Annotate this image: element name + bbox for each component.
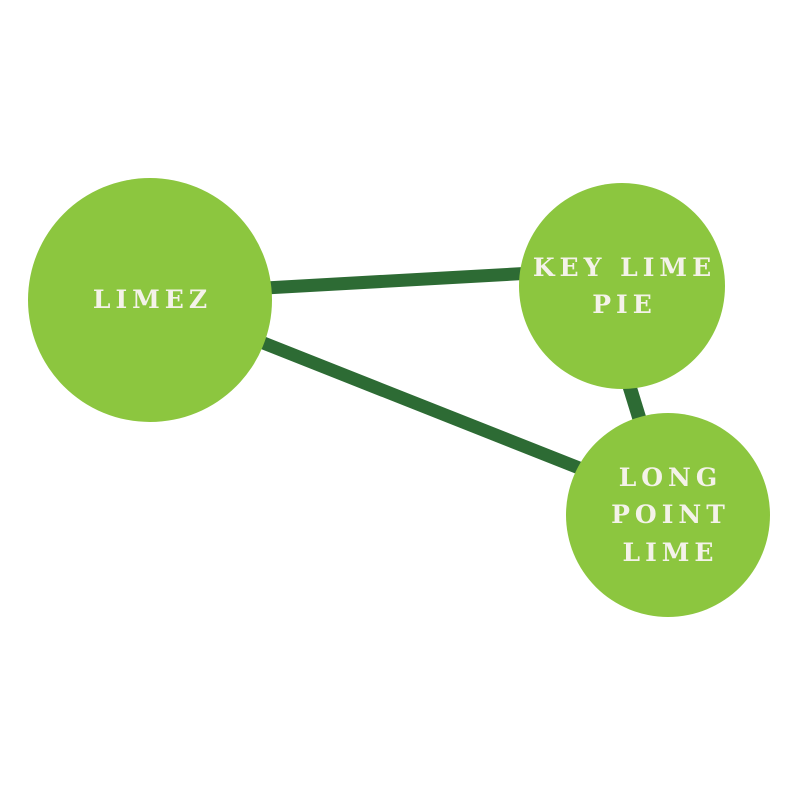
node-key-lime-pie[interactable]: KEY LIME PIE <box>519 183 725 389</box>
node-key-lime-pie-label: KEY LIME PIE <box>528 249 716 324</box>
node-long-point-lime-label: LONG POINT LIME <box>606 459 730 572</box>
node-long-point-lime[interactable]: LONG POINT LIME <box>566 413 770 617</box>
node-label-line: LONG <box>618 462 723 492</box>
node-limez-label: LIMEZ <box>88 281 212 319</box>
node-label-line: PIE <box>592 290 657 319</box>
node-limez[interactable]: LIMEZ <box>28 178 272 422</box>
node-label-line: POINT <box>611 500 730 530</box>
node-label-line: KEY LIME <box>532 252 717 282</box>
node-label-line: LIMEZ <box>92 285 213 315</box>
node-label-line: LIME <box>622 537 719 567</box>
